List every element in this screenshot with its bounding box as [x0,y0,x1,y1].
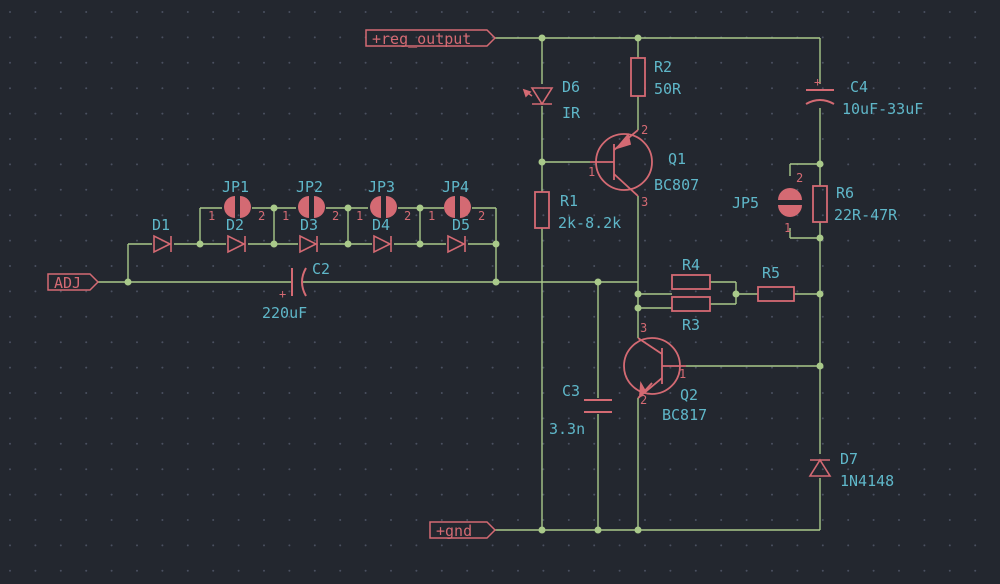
diode-d4[interactable] [373,234,392,254]
resistor-r5[interactable] [757,286,795,302]
jp3-pin2: 2 [404,209,411,223]
q1-ref: Q1 [668,150,686,168]
port-gnd[interactable]: +gnd [429,521,497,540]
wires [98,37,821,531]
resistor-r6[interactable] [812,185,828,223]
jumper-jp3[interactable] [370,196,397,218]
jp4-pin1: 1 [428,209,435,223]
jp4-pin2: 2 [478,209,485,223]
jp5-ref: JP5 [732,194,759,212]
svg-text:ADJ: ADJ [54,274,81,292]
diode-d7[interactable] [808,458,832,477]
transistor-q2[interactable] [623,337,686,399]
q1-pin1: 1 [588,165,595,179]
c4-ref: C4 [850,78,868,96]
resistor-r1[interactable] [534,191,550,229]
q2-pin1: 1 [679,367,686,381]
jumper-jp4[interactable] [444,196,471,218]
r1-value: 2k-8.2k [558,214,621,232]
diode-d2[interactable] [227,234,246,254]
q1-pin3: 3 [641,195,648,209]
jp5-pin1: 1 [784,221,791,235]
resistor-r3[interactable] [671,296,711,312]
diode-d6[interactable] [522,87,554,106]
jp5-pin2: 2 [796,171,803,185]
jp4-ref: JP4 [442,178,469,196]
d7-value: 1N4148 [840,472,894,490]
jp2-pin2: 2 [332,209,339,223]
c3-ref: C3 [562,382,580,400]
jp2-ref: JP2 [296,178,323,196]
transistor-q1[interactable] [590,129,653,197]
jp1-pin1: 1 [208,209,215,223]
capacitor-c4[interactable] [805,89,835,105]
r3-ref: R3 [682,316,700,334]
c4-value: 10uF-33uF [842,100,923,118]
jp1-ref: JP1 [222,178,249,196]
port-reg-output[interactable]: +reg_output [365,29,497,48]
diode-d1[interactable] [153,234,172,254]
jp3-ref: JP3 [368,178,395,196]
q1-pin2: 2 [641,123,648,137]
q2-pin2: 2 [640,393,647,407]
svg-text:+gnd: +gnd [436,522,472,540]
jumper-jp1[interactable] [224,196,251,218]
d3-ref: D3 [300,216,318,234]
jp1-pin2: 2 [258,209,265,223]
r1-ref: R1 [560,192,578,210]
q2-value: BC817 [662,406,707,424]
resistor-r4[interactable] [671,274,711,290]
c2-plus: + [279,287,286,301]
capacitor-c3[interactable] [584,399,612,413]
resistor-r2[interactable] [630,57,646,97]
d6-value: IR [562,104,581,122]
port-adj[interactable]: ADJ [47,273,100,292]
r6-ref: R6 [836,184,854,202]
d2-ref: D2 [226,216,244,234]
q1-value: BC807 [654,176,699,194]
diode-d5[interactable] [447,234,466,254]
diode-d3[interactable] [299,234,318,254]
d5-ref: D5 [452,216,470,234]
d7-ref: D7 [840,450,858,468]
q2-pin3: 3 [640,321,647,335]
capacitor-c2[interactable] [291,267,307,297]
r2-ref: R2 [654,58,672,76]
grid-dots [9,11,977,572]
jp2-pin1: 1 [282,209,289,223]
r4-ref: R4 [682,256,700,274]
d1-ref: D1 [152,216,170,234]
r5-ref: R5 [762,264,780,282]
c3-value: 3.3n [549,420,585,438]
jp3-pin1: 1 [356,209,363,223]
c2-ref: C2 [312,260,330,278]
svg-text:+reg_output: +reg_output [372,30,471,48]
r6-value: 22R-47R [834,206,898,224]
jumper-jp2[interactable] [298,196,325,218]
c2-value: 220uF [262,304,307,322]
r2-value: 50R [654,80,682,98]
jumper-jp5[interactable] [778,188,802,217]
d4-ref: D4 [372,216,390,234]
q2-ref: Q2 [680,386,698,404]
junction-dots [124,34,824,534]
c4-plus: + [814,75,821,89]
d6-ref: D6 [562,78,580,96]
